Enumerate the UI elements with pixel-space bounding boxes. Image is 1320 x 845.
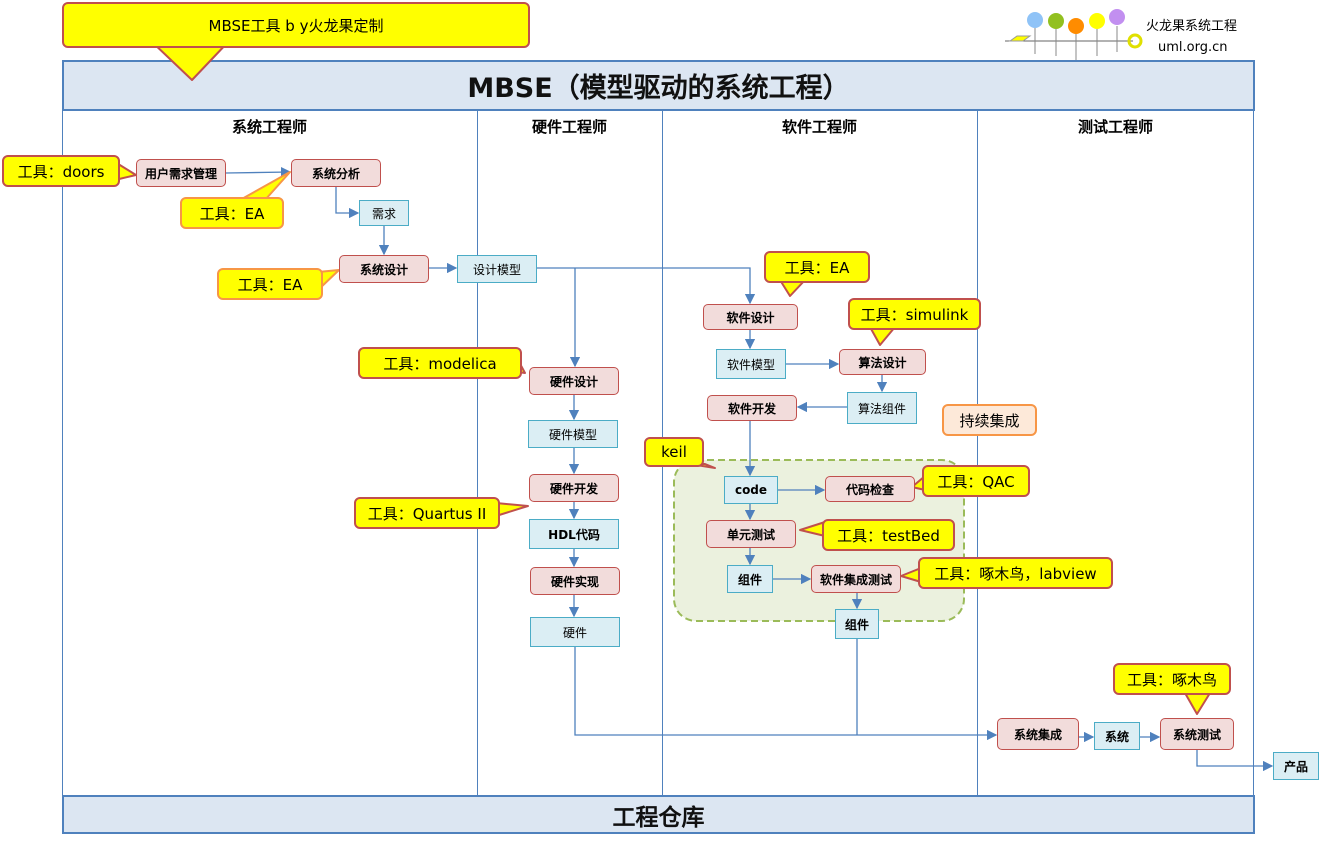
node-user-req[interactable]: 用户需求管理 xyxy=(136,159,226,187)
lane-border-right xyxy=(1253,110,1254,795)
callout-woodpecker: 工具：啄木鸟 xyxy=(1113,663,1231,695)
node-code[interactable]: code xyxy=(724,476,778,504)
callout-ea: 工具：EA xyxy=(764,251,870,283)
lane-divider xyxy=(977,110,978,795)
callout-continuous-integration: 持续集成 xyxy=(942,404,1037,436)
node-component-2[interactable]: 组件 xyxy=(835,609,879,639)
node-algo-comp[interactable]: 算法组件 xyxy=(847,392,917,424)
node-sw-model[interactable]: 软件模型 xyxy=(716,349,786,379)
node-hw-dev[interactable]: 硬件开发 xyxy=(529,474,619,502)
node-req[interactable]: 需求 xyxy=(359,200,409,226)
logo-figures-icon xyxy=(1005,9,1143,60)
top-callout: MBSE工具 b y火龙果定制 xyxy=(62,2,530,48)
node-hw-model[interactable]: 硬件模型 xyxy=(528,420,618,448)
node-hw-impl[interactable]: 硬件实现 xyxy=(530,567,620,595)
callout-qac: 工具：QAC xyxy=(922,465,1030,497)
node-system[interactable]: 系统 xyxy=(1094,722,1140,750)
node-sys-design[interactable]: 系统设计 xyxy=(339,255,429,283)
footer-bar: 工程仓库 xyxy=(62,795,1255,834)
callout-keil: keil xyxy=(644,437,704,467)
callout-modelica: 工具：modelica xyxy=(358,347,522,379)
node-sw-design[interactable]: 软件设计 xyxy=(703,304,798,330)
node-hdl[interactable]: HDL代码 xyxy=(529,519,619,549)
callout-testbed: 工具：testBed xyxy=(822,519,955,551)
node-hw-design[interactable]: 硬件设计 xyxy=(529,367,619,395)
logo xyxy=(1005,6,1145,62)
callout-ea: 工具：EA xyxy=(217,268,323,300)
callout-ea: 工具：EA xyxy=(180,197,284,229)
node-sw-integ-test[interactable]: 软件集成测试 xyxy=(811,565,901,593)
callout-quartus: 工具：Quartus II xyxy=(354,497,500,529)
node-sys-integ[interactable]: 系统集成 xyxy=(997,718,1079,750)
lane-test-engineer: 测试工程师 xyxy=(1077,118,1153,136)
lane-border-left xyxy=(62,110,63,795)
node-algo-design[interactable]: 算法设计 xyxy=(839,349,926,375)
page-title: MBSE（模型驱动的系统工程） xyxy=(467,73,850,104)
node-component[interactable]: 组件 xyxy=(727,565,773,593)
callout-woodpecker-labview: 工具：啄木鸟，labview xyxy=(918,557,1113,589)
node-sw-dev[interactable]: 软件开发 xyxy=(707,395,797,421)
top-callout-text: MBSE工具 b y火龙果定制 xyxy=(208,16,384,35)
lane-hardware-engineer: 硬件工程师 xyxy=(531,118,607,136)
lane-divider xyxy=(477,110,478,795)
node-design-model[interactable]: 设计模型 xyxy=(457,255,537,283)
callout-doors: 工具：doors xyxy=(2,155,120,187)
logo-name: 火龙果系统工程 xyxy=(1146,19,1238,34)
repository-title: 工程仓库 xyxy=(612,804,705,831)
node-product[interactable]: 产品 xyxy=(1273,752,1319,780)
node-sys-analysis[interactable]: 系统分析 xyxy=(291,159,381,187)
callout-simulink: 工具：simulink xyxy=(848,298,981,330)
node-hw[interactable]: 硬件 xyxy=(530,617,620,647)
logo-url: uml.org.cn xyxy=(1158,40,1228,55)
header-bar: MBSE（模型驱动的系统工程） xyxy=(62,60,1255,111)
node-sys-test[interactable]: 系统测试 xyxy=(1160,718,1234,750)
lane-software-engineer: 软件工程师 xyxy=(781,118,857,136)
node-unit-test[interactable]: 单元测试 xyxy=(706,520,796,548)
node-code-check[interactable]: 代码检查 xyxy=(825,476,915,502)
lane-systems-engineer: 系统工程师 xyxy=(231,118,307,136)
